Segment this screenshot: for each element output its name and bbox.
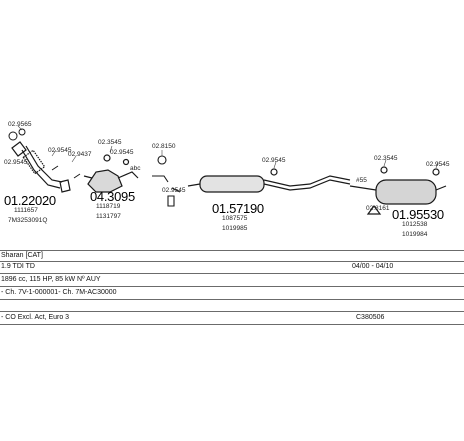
front-pipe-drawing xyxy=(11,141,71,193)
part-1-small-label-d: 02.9437 xyxy=(68,151,92,158)
table-row: Sharan [CAT] xyxy=(0,251,464,260)
table-rule xyxy=(0,324,464,325)
rear-silencer-drawing xyxy=(349,166,447,215)
table-row: 1896 cc, 115 HP, 85 kW Nº AUY xyxy=(0,275,464,284)
catalogue-code: C380506 xyxy=(356,314,385,321)
clamp-drawing xyxy=(152,155,181,207)
middle-silencer-drawing xyxy=(187,168,351,193)
part-4-number: 01.57190 xyxy=(212,201,264,216)
table-row: - Ch. 7V-1-000001- Ch. 7M-AC30000 xyxy=(0,288,464,297)
part-3-small-label-a: 02.8150 xyxy=(152,143,176,150)
catalyst-drawing xyxy=(83,154,139,193)
part-4-small-label: 02.9545 xyxy=(262,157,286,164)
table-rule xyxy=(0,273,464,274)
part-4-ref-a: 1087575 xyxy=(222,215,248,222)
part-5-small-label-c: 02.8161 xyxy=(366,205,390,212)
engine-specs: 1896 cc, 115 HP, 85 kW Nº AUY xyxy=(1,276,101,283)
part-1-small-label-a: 02.9565 xyxy=(8,121,32,128)
part-2-small-label-a: 02.3545 xyxy=(98,139,122,146)
table-row: - CO Excl. Act, Euro 3 C380506 xyxy=(0,313,464,322)
table-rule xyxy=(0,299,464,300)
vehicle-model: Sharan [CAT] xyxy=(1,252,43,259)
part-4-clamp-label: #55 xyxy=(356,177,367,184)
part-5-small-label-a: 02.3545 xyxy=(374,155,398,162)
part-2-ref-b: 1131797 xyxy=(96,213,121,220)
table-rule xyxy=(0,250,464,251)
emission-note: - CO Excl. Act, Euro 3 xyxy=(1,314,70,321)
part-1-small-label-c: 02.9545 xyxy=(4,159,28,166)
part-2-small-label-b: 02.9545 xyxy=(110,149,134,156)
part-2-small-label-c: abc xyxy=(130,165,141,172)
part-2-number: 04.3095 xyxy=(90,189,135,204)
part-5-number: 01.95530 xyxy=(392,207,444,222)
leader-lines xyxy=(17,125,439,169)
production-dates: 04/00 - 04/10 xyxy=(352,263,394,270)
part-5-ref-b: 1019984 xyxy=(402,231,428,238)
part-3-small-label-b: 02.9545 xyxy=(162,187,186,194)
part-1-ref-a: 1111657 xyxy=(14,207,38,214)
gasket-drawing xyxy=(8,128,81,179)
table-rule xyxy=(0,311,464,312)
part-5-ref-a: 1012538 xyxy=(402,221,428,228)
part-1-number: 01.22020 xyxy=(4,193,56,208)
table-rule xyxy=(0,261,464,262)
table-row xyxy=(0,301,464,310)
part-5-small-label-b: 02.9545 xyxy=(426,161,450,168)
engine-variant: 1.9 TDI TD xyxy=(1,263,35,270)
part-1-ref-b: 7M3253091Q xyxy=(8,217,48,224)
table-rule xyxy=(0,286,464,287)
part-1-small-label-b: 02.9545 xyxy=(48,147,72,154)
part-4-ref-b: 1019985 xyxy=(222,225,248,232)
part-2-ref-a: 1118719 xyxy=(96,203,121,210)
chassis-range: - Ch. 7V-1-000001- Ch. 7M-AC30000 xyxy=(1,289,117,296)
table-row: 1.9 TDI TD 04/00 - 04/10 xyxy=(0,262,464,271)
